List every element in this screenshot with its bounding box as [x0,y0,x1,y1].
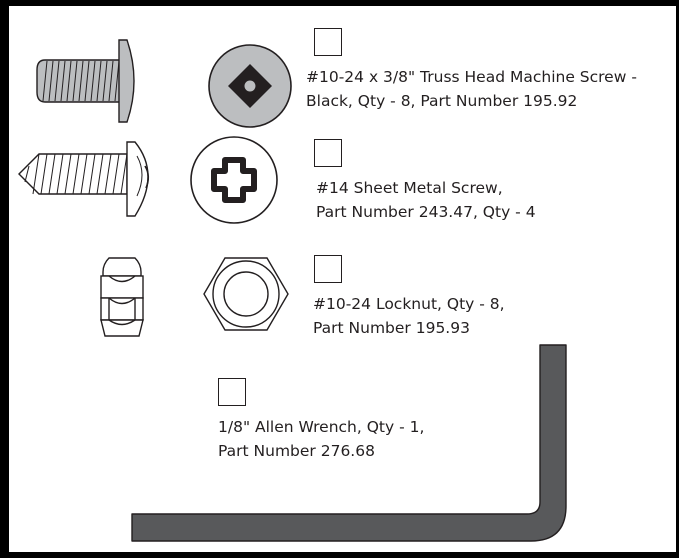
truss-head-screw-icon [36,39,135,123]
label-truss-screw: #10-24 x 3/8" Truss Head Machine Screw -… [306,68,637,110]
locknut-top-icon [203,257,289,331]
checkbox-locknut[interactable] [314,255,342,283]
checkbox-sheet-metal-screw[interactable] [314,139,342,167]
truss-head-top-icon [208,44,292,128]
sheet-metal-screw-top-icon [190,136,278,224]
checkbox-allen-wrench[interactable] [218,378,246,406]
parts-sheet: #10-24 x 3/8" Truss Head Machine Screw -… [9,6,676,552]
allen-wrench-icon [131,344,567,542]
checkbox-truss-screw[interactable] [314,28,342,56]
label-locknut: #10-24 Locknut, Qty - 8, Part Number 195… [313,295,505,337]
label-sheet-metal-screw: #14 Sheet Metal Screw, Part Number 243.4… [316,179,536,221]
label-allen-wrench: 1/8" Allen Wrench, Qty - 1, Part Number … [218,418,425,460]
sheet-metal-screw-icon [18,141,150,217]
hardware-illustrations [18,39,567,542]
locknut-icon [100,257,144,337]
